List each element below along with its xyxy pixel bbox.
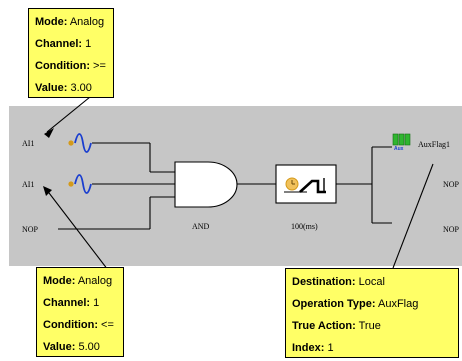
aux-flag-icon	[392, 133, 411, 146]
callout-output-properties: Destination: Local Operation Type: AuxFl…	[285, 268, 459, 358]
aux-badge: Aux	[394, 146, 404, 152]
and-gate[interactable]	[174, 161, 238, 208]
callout-row-value: Value: 3.00	[35, 82, 92, 94]
output-3-label: NOP	[443, 225, 460, 234]
callout-bottom-right-leader	[392, 163, 434, 269]
callout-row-value: Value: 5.00	[43, 341, 100, 353]
callout-row-condition: Condition: >=	[35, 60, 106, 72]
callout-input-1-properties: Mode: Analog Channel: 1 Condition: >= Va…	[28, 8, 114, 98]
input-3-label: NOP	[22, 225, 39, 234]
callout-bottom-left-arrowhead	[43, 186, 52, 196]
output-1-label: AuxFlag1	[418, 140, 450, 149]
input-2-label: AI1	[22, 180, 35, 189]
callout-row-mode: Mode: Analog	[43, 275, 113, 287]
on-delay-timer-icon	[284, 177, 326, 194]
callout-top-left-leader	[46, 96, 91, 133]
callout-row-destination: Destination: Local	[292, 276, 385, 288]
callout-bottom-left-leader	[45, 188, 109, 271]
callout-row-operation-type: Operation Type: AuxFlag	[292, 298, 419, 310]
analog-wave-icon	[68, 174, 92, 194]
callout-row-condition: Condition: <=	[43, 319, 114, 331]
and-gate-label: AND	[192, 222, 210, 231]
callout-row-channel: Channel: 1	[43, 297, 100, 309]
timer-label: 100(ms)	[291, 222, 318, 231]
callout-row-mode: Mode: Analog	[35, 16, 105, 28]
input-1-label: AI1	[22, 139, 35, 148]
callout-top-left-arrowhead	[44, 128, 54, 138]
callout-input-2-properties: Mode: Analog Channel: 1 Condition: <= Va…	[36, 267, 124, 357]
callout-row-channel: Channel: 1	[35, 38, 92, 50]
callout-row-index: Index: 1	[292, 342, 334, 354]
callout-row-true-action: True Action: True	[292, 320, 381, 332]
output-2-label: NOP	[443, 180, 460, 189]
on-delay-timer-block[interactable]	[275, 164, 337, 204]
analog-wave-icon	[68, 133, 92, 153]
